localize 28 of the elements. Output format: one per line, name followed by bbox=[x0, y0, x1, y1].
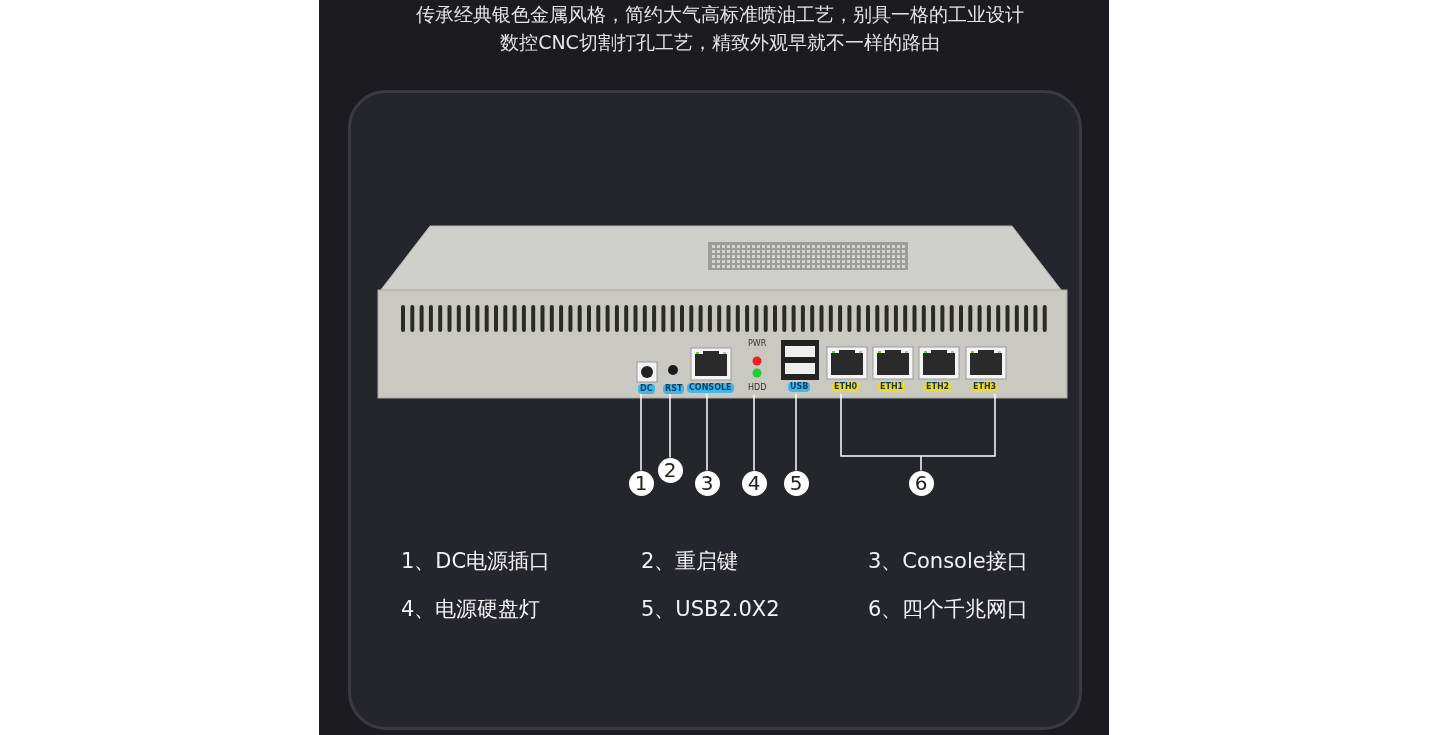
port-label: DC bbox=[638, 384, 655, 394]
leader-line bbox=[795, 393, 797, 472]
port-label: RST bbox=[663, 384, 685, 394]
leader-line bbox=[753, 394, 755, 472]
legend-item: 1、DC电源插口 bbox=[401, 548, 551, 574]
port-label: ETH3 bbox=[971, 382, 999, 392]
tagline-text: 传承经典银色金属风格，简约大气高标准喷油工艺，别具一格的工业设计 bbox=[415, 2, 1025, 27]
legend-item: 5、USB2.0X2 bbox=[641, 596, 780, 622]
usb-port bbox=[780, 338, 820, 394]
legend-item: 3、Console接口 bbox=[868, 548, 1028, 574]
legend-item: 2、重启键 bbox=[641, 548, 739, 574]
port-label: ETH0 bbox=[832, 382, 860, 392]
leader-line bbox=[840, 393, 996, 472]
port-label: ETH1 bbox=[878, 382, 906, 392]
dc-jack bbox=[633, 358, 661, 394]
legend-item: 6、四个千兆网口 bbox=[868, 596, 1029, 622]
legend-item: 4、电源硬盘灯 bbox=[401, 596, 541, 622]
leader-line bbox=[706, 393, 708, 472]
led-label: PWR bbox=[748, 340, 767, 348]
leader-line bbox=[669, 393, 671, 459]
port-label: USB bbox=[788, 382, 811, 392]
ethernet-ports bbox=[825, 344, 1009, 394]
leader-line bbox=[640, 393, 642, 472]
port-label: CONSOLE bbox=[687, 383, 734, 393]
tagline-text: 数控CNC切割打孔工艺，精致外观早就不一样的路由 bbox=[499, 30, 941, 55]
port-label: ETH2 bbox=[924, 382, 952, 392]
console-port bbox=[686, 346, 736, 394]
led-label: HDD bbox=[748, 384, 767, 392]
